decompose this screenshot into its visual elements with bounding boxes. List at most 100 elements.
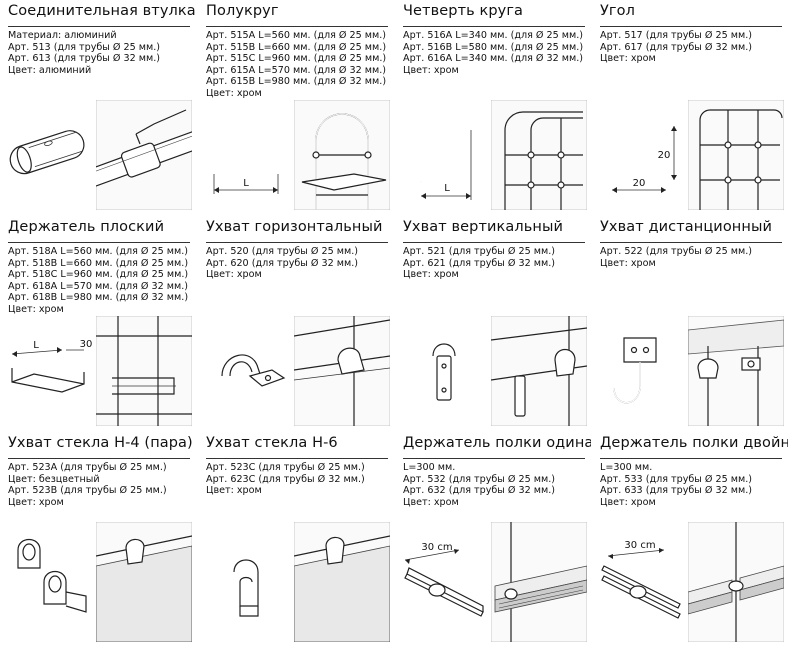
spec-line: Арт. 521 (для трубы Ø 25 мм.) (403, 246, 556, 257)
spec-line: L=300 мм. (403, 462, 456, 473)
dimension-label-horizontal: 20 (633, 178, 646, 189)
product-card-connector-sleeve: Соединительная втулка Материал: алюминий… (0, 0, 196, 216)
product-title: Держатель полки одинарный (403, 435, 591, 451)
spec-line: Арт. 513 (для трубы Ø 25 мм.) (8, 41, 161, 53)
corner-drawing: 20 20 (594, 100, 686, 210)
semicircle-drawing: L (200, 112, 292, 210)
spec-line: Арт. 613 (для трубы Ø 32 мм.) (8, 53, 161, 64)
spec-line: Цвет: хром (206, 87, 262, 99)
corner-rack-drawing (688, 100, 784, 210)
spec-line: Цвет: безцветный (8, 473, 100, 485)
product-title: Ухват горизонтальный (206, 219, 383, 235)
glass-clamp-h6-drawing (200, 522, 292, 642)
spec-line: Цвет: хром (600, 257, 656, 269)
spec-line: Арт. 632 (для трубы Ø 32 мм.) (403, 485, 556, 496)
horizontal-clamp-drawing (200, 316, 292, 426)
shelf-holder-single-rack-drawing (491, 522, 587, 642)
spec-line: Арт. 633 (для трубы Ø 32 мм.) (600, 485, 753, 496)
spec-line: Арт. 515C L=960 мм. (для Ø 25 мм.) (206, 53, 387, 64)
title-rule (206, 458, 388, 459)
spec-line: Арт. 523A (для трубы Ø 25 мм.) (8, 462, 167, 473)
spec-line: Арт. 515B L=660 мм. (для Ø 25 мм.) (206, 41, 387, 53)
dimension-label-length: L (33, 340, 39, 351)
spec-line: Арт. 518A L=560 мм. (для Ø 25 мм.) (8, 246, 189, 257)
product-card-flat-holder: Держатель плоский Арт. 518A L=560 мм. (д… (0, 216, 196, 432)
product-specs: Арт. 518A L=560 мм. (для Ø 25 мм.) Арт. … (8, 246, 188, 315)
spec-line: Арт. 516A L=340 мм. (для Ø 25 мм.) (403, 30, 584, 41)
spec-line: Арт. 620 (для трубы Ø 32 мм.) (206, 257, 359, 269)
spec-line: Цвет: хром (8, 303, 64, 315)
product-card-glass-clamp-h6: Ухват стекла Н-6 Арт. 523C (для трубы Ø … (198, 432, 394, 648)
product-title: Ухват дистанционный (600, 219, 773, 235)
spec-line: Цвет: хром (403, 64, 459, 76)
product-specs: L=300 мм. Арт. 532 (для трубы Ø 25 мм.) … (403, 462, 555, 508)
flat-holder-rack-drawing (96, 316, 192, 426)
product-card-shelf-holder-single: Держатель полки одинарный L=300 мм. Арт.… (395, 432, 591, 648)
spec-line: Арт. 523B (для трубы Ø 25 мм.) (8, 485, 167, 496)
product-card-distance-clamp: Ухват дистанционный Арт. 522 (для трубы … (592, 216, 788, 432)
product-specs: Арт. 522 (для трубы Ø 25 мм.) Цвет: хром (600, 246, 752, 269)
spec-line: Цвет: алюминий (8, 64, 92, 76)
spec-line: Арт. 517 (для трубы Ø 25 мм.) (600, 30, 753, 41)
product-title: Полукруг (206, 3, 279, 19)
glass-clamp-h4-rack-drawing (96, 522, 192, 642)
quarter-circle-drawing: L (397, 100, 489, 210)
product-specs: L=300 мм. Арт. 533 (для трубы Ø 25 мм.) … (600, 462, 752, 508)
spec-line: Цвет: хром (206, 485, 262, 496)
dimension-label: 30 cm (624, 540, 655, 551)
dimension-label-depth: 30 (80, 339, 93, 350)
spec-line: Арт. 623C (для трубы Ø 32 мм.) (206, 473, 365, 485)
spec-line: Цвет: хром (600, 53, 656, 64)
flat-holder-drawing: L 30 (2, 328, 94, 428)
spec-line: L=300 мм. (600, 462, 653, 473)
spec-line: Арт. 516B L=580 мм. (для Ø 25 мм.) (403, 41, 584, 53)
distance-clamp-drawing (594, 316, 686, 426)
product-specs: Арт. 516A L=340 мм. (для Ø 25 мм.) Арт. … (403, 30, 583, 76)
shelf-holder-double-drawing: 30 cm (594, 528, 686, 644)
spec-line: Арт. 616A L=340 мм. (для Ø 32 мм.) (403, 53, 584, 64)
spec-line: Арт. 615B L=980 мм. (для Ø 32 мм.) (206, 76, 387, 87)
product-card-quarter-circle: Четверть круга Арт. 516A L=340 мм. (для … (395, 0, 591, 216)
spec-line: Цвет: хром (206, 269, 262, 280)
spec-line: Арт. 515A L=560 мм. (для Ø 25 мм.) (206, 30, 387, 41)
spec-line: Арт. 523C (для трубы Ø 25 мм.) (206, 462, 365, 473)
title-rule (403, 26, 585, 27)
spec-line: Арт. 618A L=570 мм. (для Ø 32 мм.) (8, 280, 189, 292)
product-title: Держатель плоский (8, 219, 165, 235)
title-rule (600, 26, 782, 27)
spec-line: Арт. 617 (для трубы Ø 32 мм.) (600, 41, 753, 53)
spec-line: Цвет: хром (403, 269, 459, 280)
dimension-label: L (444, 183, 450, 194)
product-specs: Арт. 523C (для трубы Ø 25 мм.) Арт. 623C… (206, 462, 365, 497)
dimension-label: 30 cm (421, 542, 452, 553)
product-card-semicircle: Полукруг Арт. 515A L=560 мм. (для Ø 25 м… (198, 0, 394, 216)
product-specs: Материал: алюминий Арт. 513 (для трубы Ø… (8, 30, 160, 76)
product-card-horizontal-clamp: Ухват горизонтальный Арт. 520 (для трубы… (198, 216, 394, 432)
product-title: Четверть круга (403, 3, 524, 19)
spec-line: Арт. 615A L=570 мм. (для Ø 32 мм.) (206, 64, 387, 76)
semicircle-rack-drawing (294, 100, 390, 210)
title-rule (206, 242, 388, 243)
vertical-clamp-rack-drawing (491, 316, 587, 426)
spec-line: Арт. 520 (для трубы Ø 25 мм.) (206, 246, 359, 257)
product-title: Ухват стекла Н-4 (пара) (8, 435, 193, 451)
title-rule (8, 26, 190, 27)
spec-line: Арт. 533 (для трубы Ø 25 мм.) (600, 473, 753, 485)
product-title: Соединительная втулка (8, 3, 196, 19)
product-card-shelf-holder-double: Держатель полки двойной L=300 мм. Арт. 5… (592, 432, 788, 648)
product-title: Ухват вертикальный (403, 219, 564, 235)
title-rule (600, 242, 782, 243)
sleeve-drawing (2, 100, 94, 210)
product-card-corner: Угол Арт. 517 (для трубы Ø 25 мм.) Арт. … (592, 0, 788, 216)
spec-line: Арт. 621 (для трубы Ø 32 мм.) (403, 257, 556, 269)
product-title: Ухват стекла Н-6 (206, 435, 338, 451)
shelf-holder-single-drawing: 30 cm (397, 528, 489, 644)
vertical-clamp-drawing (397, 316, 489, 426)
spec-line: Арт. 618B L=980 мм. (для Ø 32 мм.) (8, 292, 189, 303)
title-rule (8, 458, 190, 459)
spec-line: Арт. 522 (для трубы Ø 25 мм.) (600, 246, 753, 257)
title-rule (403, 242, 585, 243)
quarter-circle-rack-drawing (491, 100, 587, 210)
spec-line: Арт. 518B L=660 мм. (для Ø 25 мм.) (8, 257, 189, 269)
spec-line: Материал: алюминий (8, 30, 117, 41)
